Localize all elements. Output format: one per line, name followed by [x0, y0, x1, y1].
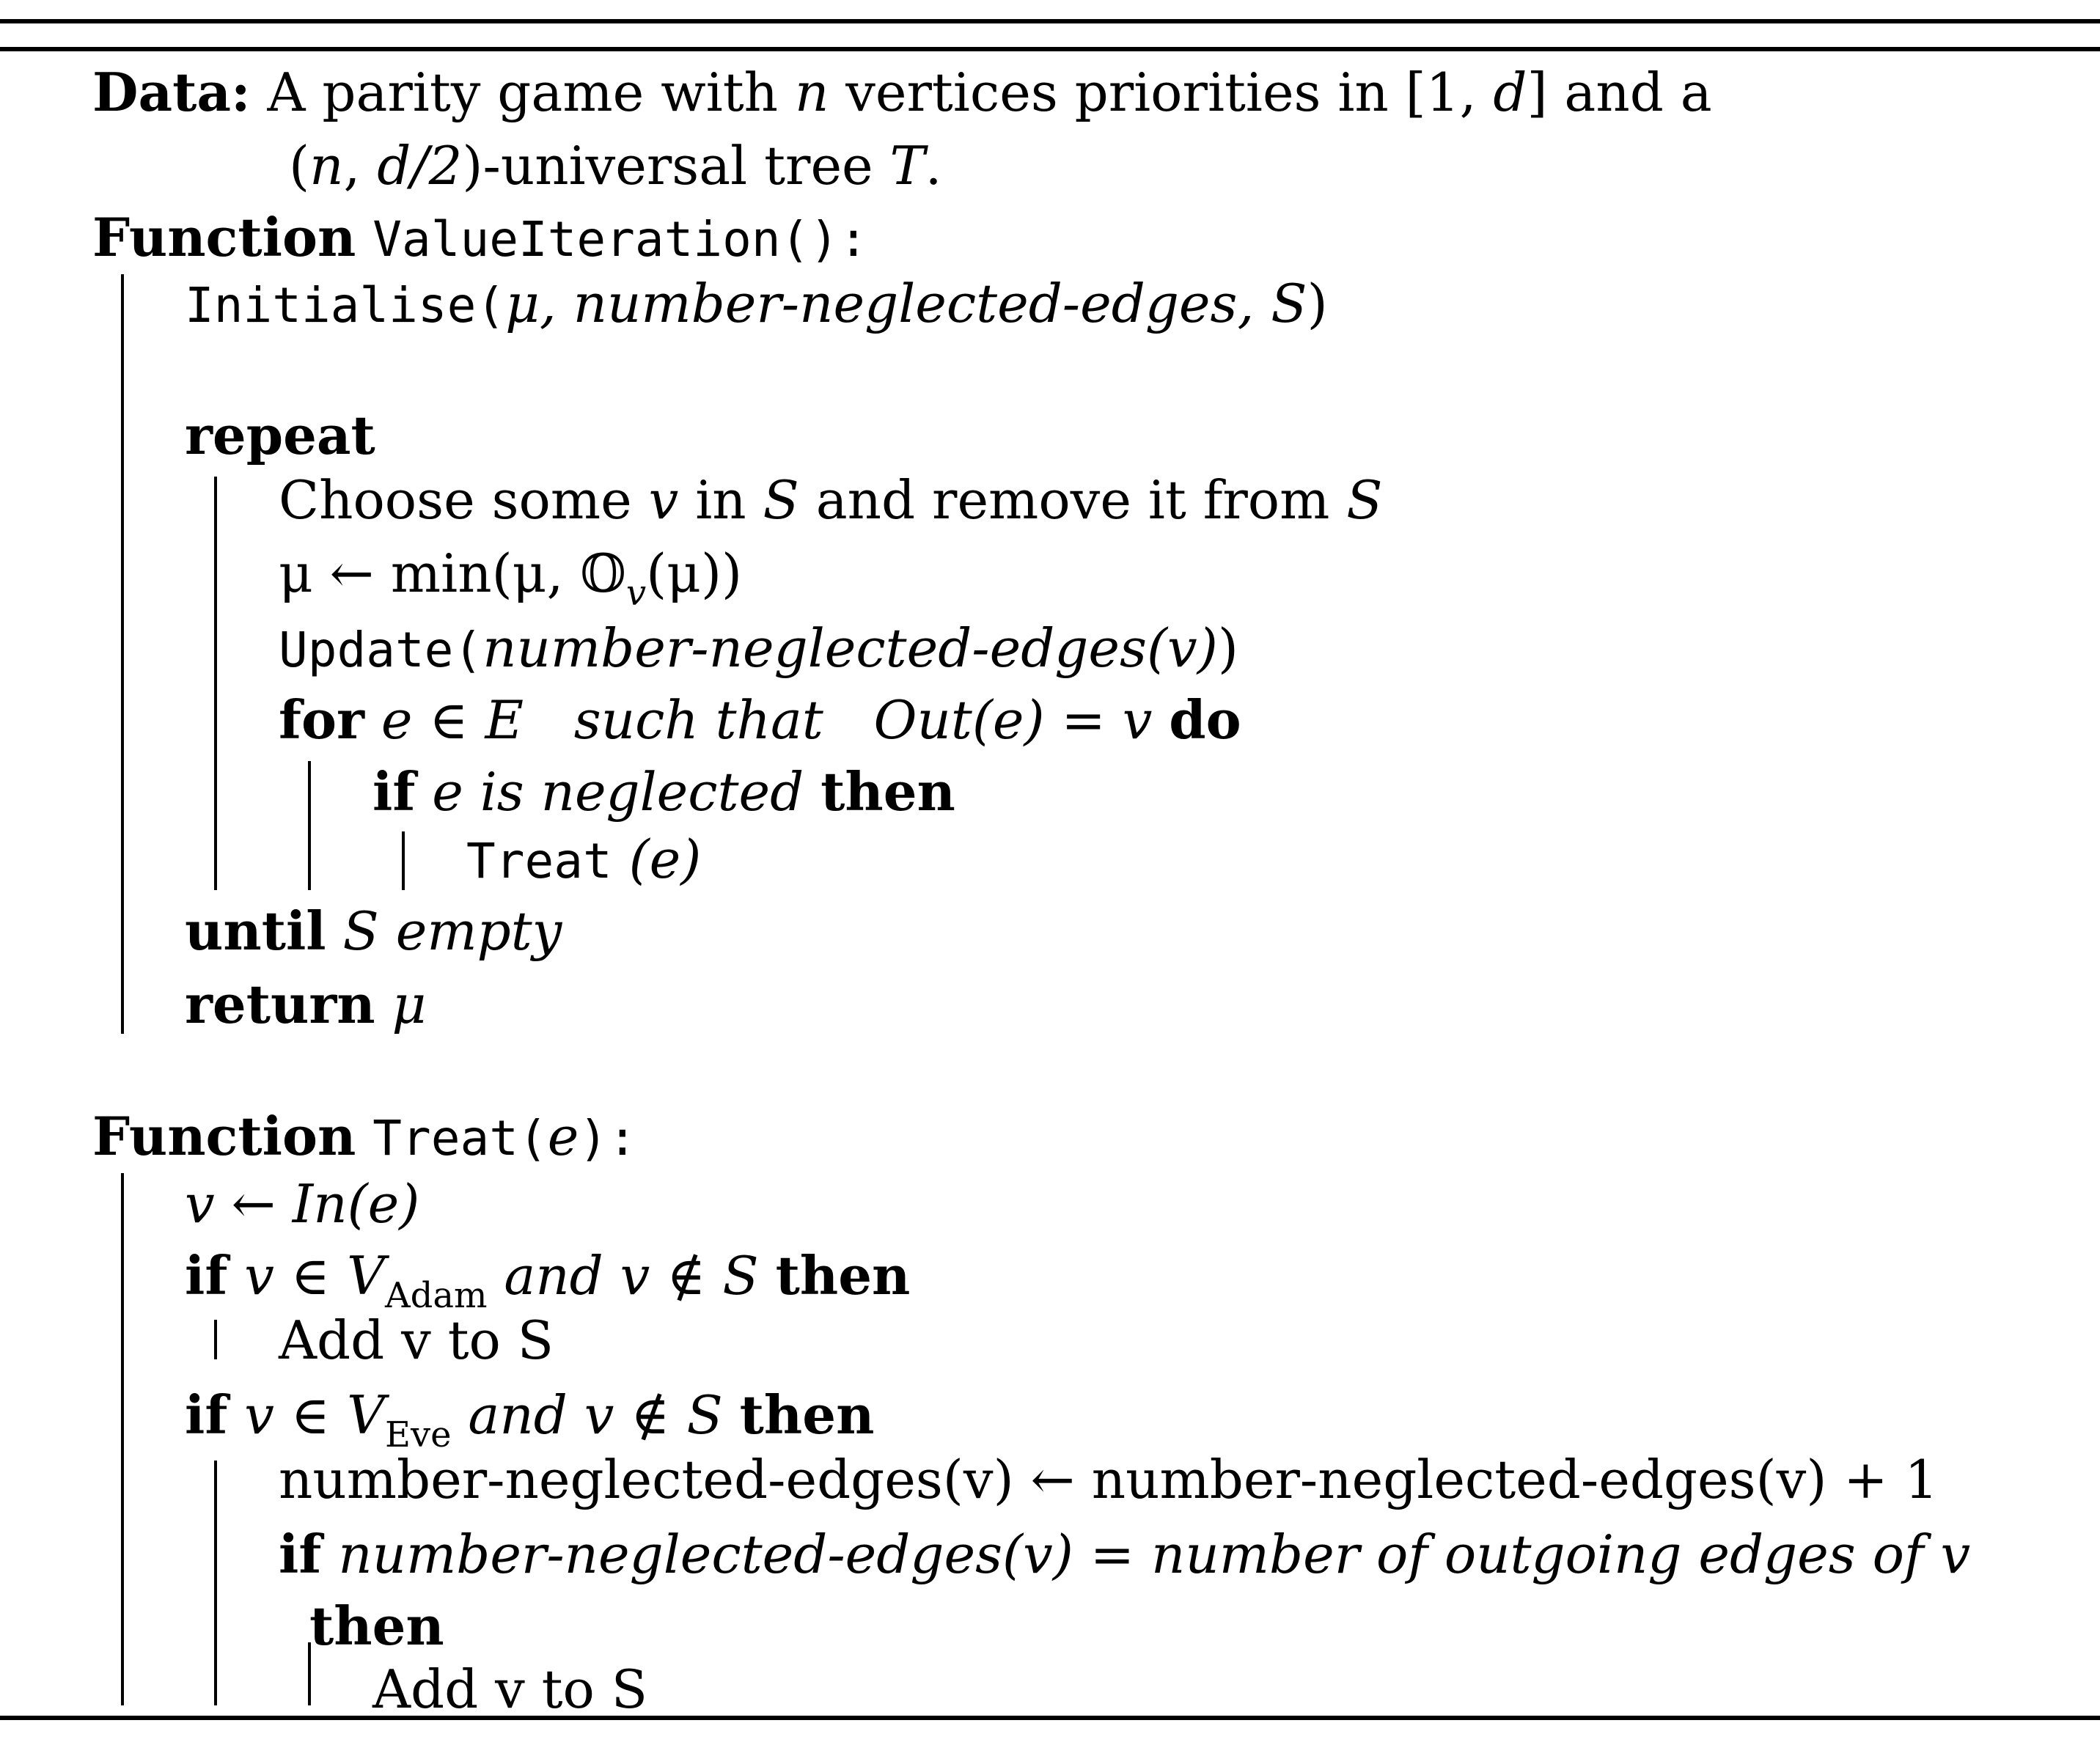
if2-sub: Eve: [384, 1414, 452, 1455]
choose-v: v: [648, 469, 679, 531]
if-cond: e is neglected: [432, 761, 804, 823]
if2-a: v ∈ V: [244, 1384, 385, 1446]
if2-then: then: [739, 1384, 875, 1446]
if3-keyword: if: [279, 1523, 322, 1585]
for-keyword: for: [279, 688, 364, 751]
if1-then: then: [775, 1244, 911, 1307]
func2-header: Function Treat(e):: [92, 1101, 637, 1172]
data-cont-a: (: [289, 135, 310, 196]
data-cont-T: T: [889, 135, 925, 196]
if1-sub: Adam: [384, 1275, 488, 1316]
func2-name-b: ):: [579, 1110, 637, 1167]
mu-update-line: μ ← min(μ, 𝕆v(μ)): [279, 538, 743, 614]
initialise-call: Initialise(: [185, 277, 506, 334]
for-expr: e ∈ E: [381, 689, 524, 751]
treat-call-line: Treat (e): [466, 824, 701, 894]
repeat-block-bar: [214, 477, 217, 890]
if-neglected-line: if e is neglected then: [372, 757, 955, 827]
if-then: then: [820, 760, 955, 823]
until-cond: S empty: [342, 900, 562, 962]
func2-name-e: e: [547, 1106, 579, 1167]
func2-name-a: Treat(: [372, 1110, 548, 1167]
for-do: do: [1169, 688, 1241, 751]
update-arg: number-neglected-edges(v): [482, 617, 1218, 679]
choose-b: in: [678, 469, 763, 531]
if1-keyword: if: [185, 1244, 228, 1307]
if1-b: and v ∉ S: [487, 1245, 759, 1307]
choose-line: Choose some v in S and remove it from S: [279, 465, 1383, 535]
func1-header: Function ValueIteration():: [92, 202, 868, 273]
choose-S2: S: [1346, 469, 1383, 531]
mu-end: (μ)): [646, 543, 743, 604]
return-line: return μ: [185, 969, 426, 1040]
if2-b: and v ∉ S: [451, 1384, 723, 1446]
data-text-c: ] and a: [1527, 62, 1712, 123]
if1-line: if v ∈ VAdam and v ∉ S then: [185, 1241, 911, 1316]
mu-line: μ ← min(μ, 𝕆: [279, 543, 626, 604]
add1-line: Add v to S: [279, 1309, 554, 1371]
top-rule-1: [0, 19, 2100, 23]
bottom-rule: [0, 1716, 2100, 1720]
data-n: n: [794, 62, 829, 123]
func2-keyword: Function: [92, 1105, 356, 1167]
data-text-a: A parity game with: [267, 62, 795, 123]
mu-sub: v: [625, 573, 647, 614]
if-keyword: if: [372, 760, 416, 823]
data-text-b: vertices priorities in [1,: [829, 62, 1494, 123]
until-line: until S empty: [185, 896, 562, 966]
data-cont-d2: d/2: [377, 135, 463, 196]
choose-S1: S: [763, 469, 799, 531]
if2-block-bar: [214, 1461, 217, 1705]
func1-name: ValueIteration():: [372, 211, 868, 268]
update-close: ): [1217, 617, 1238, 679]
if3-block-bar: [308, 1642, 311, 1705]
data-line: Data: A parity game with n vertices prio…: [92, 57, 1712, 128]
for-block-bar: [308, 761, 311, 890]
initialise-line: Initialise(μ, number-neglected-edges, S): [185, 268, 1328, 339]
initialise-args: number-neglected-edges, S: [573, 273, 1307, 334]
func1-keyword: Function: [92, 206, 356, 268]
data-d: d: [1493, 62, 1527, 123]
initialise-mu: μ,: [505, 273, 573, 334]
data-cont-d: .: [925, 135, 942, 196]
data-line-continuation: (n, d/2)-universal tree T.: [289, 131, 941, 201]
repeat-keyword: repeat: [185, 404, 375, 466]
treat-arg: (e): [628, 829, 702, 890]
for-line: for e ∈ E such that Out(e) = v do: [279, 685, 1241, 755]
initialise-close: ): [1307, 273, 1328, 334]
data-label: Data:: [92, 61, 251, 123]
if-block-bar: [402, 831, 405, 890]
if3-line: if number-neglected-edges(v) = number of…: [279, 1519, 1970, 1590]
treat-call: Treat: [466, 833, 612, 889]
func1-block-bar: [121, 274, 124, 1034]
data-cont-n: n: [309, 135, 344, 196]
assign-line: v ← In(e): [185, 1173, 420, 1235]
update-line: Update(number-neglected-edges(v)): [279, 613, 1238, 683]
top-rule-2: [0, 47, 2100, 51]
if1-block-bar: [214, 1320, 217, 1359]
increment-line: number-neglected-edges(v) ← number-negle…: [279, 1449, 1939, 1510]
data-cont-b: ,: [343, 135, 378, 196]
if1-a: v ∈ V: [244, 1245, 385, 1307]
update-call: Update(: [279, 622, 483, 678]
return-keyword: return: [185, 973, 375, 1035]
for-out: Out(e) = v: [873, 689, 1153, 751]
choose-c: and remove it from: [798, 469, 1347, 531]
if2-keyword: if: [185, 1384, 228, 1446]
data-cont-c: )-universal tree: [462, 135, 890, 196]
return-value: μ: [392, 974, 427, 1035]
if2-line: if v ∈ VEve and v ∉ S then: [185, 1380, 875, 1455]
until-keyword: until: [185, 900, 326, 962]
for-such: such that: [573, 689, 823, 751]
choose-a: Choose some: [279, 469, 649, 531]
if3-cond: number-neglected-edges(v) = number of ou…: [338, 1524, 1971, 1585]
if3-then: then: [309, 1595, 444, 1657]
func2-block-bar: [121, 1173, 124, 1705]
add2-line: Add v to S: [372, 1658, 648, 1720]
